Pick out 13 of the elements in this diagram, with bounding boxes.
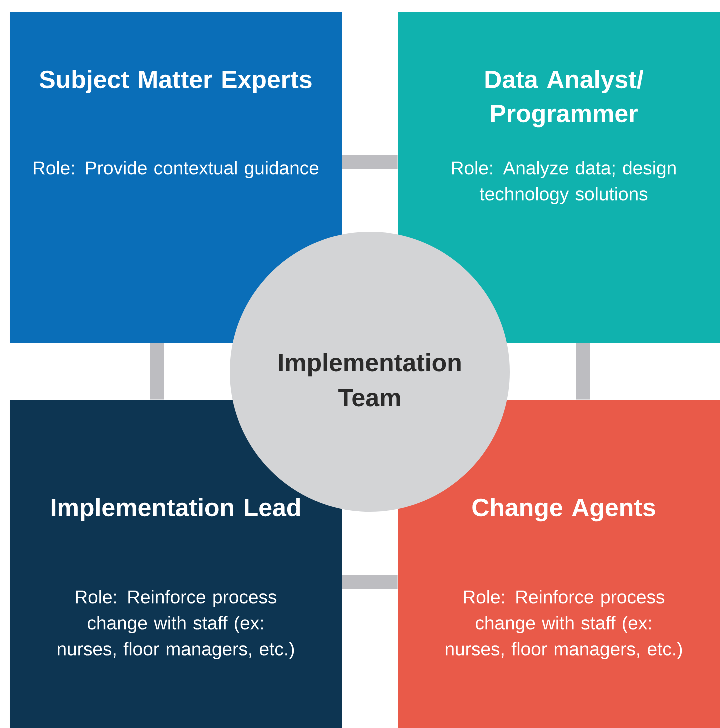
role-description: Role: Provide contextual guidance	[34, 161, 319, 178]
role-description: Role: Reinforce process change with staff (ex: nurses, floor managers, etc.)	[58, 590, 294, 660]
role-description: Role: Analyze data; design technology solutions	[452, 161, 676, 204]
circle-label: Implementation Team	[279, 353, 461, 407]
connector-bar	[576, 343, 590, 400]
connector-bar	[342, 575, 398, 589]
connector-bar	[342, 155, 398, 169]
box-heading: Data Analyst/ Programmer	[486, 70, 644, 128]
connector-bar	[150, 343, 164, 400]
role-description: Role: Reinforce process change with staff (ex: nurses, floor managers, etc.)	[446, 590, 682, 660]
box-heading: Subject Matter Experts	[40, 70, 312, 94]
box-heading: Change Agents	[472, 498, 656, 522]
box-heading: Implementation Lead	[52, 498, 300, 522]
